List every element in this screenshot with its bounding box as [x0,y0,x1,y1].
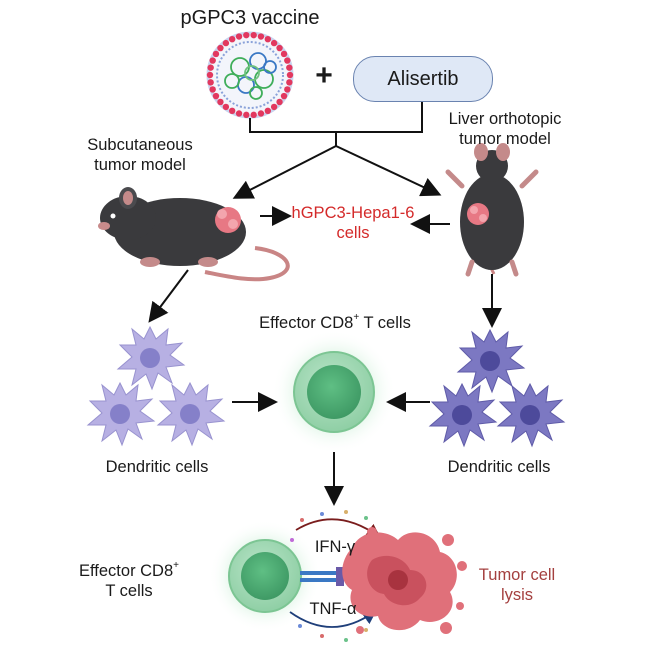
plus-sign: + [315,59,333,92]
tumor-lysis-line1: Tumor cell [478,566,556,584]
effector-bottom-line2: T cells [105,581,153,600]
lipid-dot [207,79,214,86]
lipid-dot [217,98,224,106]
lipid-dot [280,50,288,58]
dendritic-cells-right-icon [429,329,565,447]
tumor-cells-label: hGPC3-Hepa1-6 cells [280,204,426,244]
lipid-dot [264,35,272,43]
lipid-dot [264,107,272,115]
left-model-line1: Subcutaneous [87,136,193,154]
effector-top-sup: + [353,312,360,323]
lipid-dot [212,50,220,58]
lipid-dot [286,64,293,71]
effector-top-suffix: T cells [359,314,411,332]
orthotopic-mouse-icon [445,143,539,277]
tumor-mass-icon [342,527,467,634]
tumor-cells-line2: cells [336,223,370,242]
tumor-lysis-line2: lysis [500,585,534,604]
lipid-dot [243,111,250,119]
drug-pill: Alisertib [353,56,493,102]
combination-bracket [249,102,423,146]
lipid-dot [209,86,216,93]
right-model-label: Liver orthotopic tumor model [430,110,580,150]
left-model-line2: tumor model [94,155,186,174]
lipid-dot [228,35,236,43]
lipid-dot [217,44,224,52]
lipid-dot [270,103,278,111]
lipid-dot [270,39,278,47]
lipid-dot [212,92,220,100]
tumor-lysis-label: Tumor cell lysis [462,566,572,606]
dendritic-right-label: Dendritic cells [447,458,551,476]
right-model-line2: tumor model [459,129,551,148]
inoculation-arrows [260,206,450,234]
to-dendritic-arrows [148,269,502,328]
dendritic-cells-left-icon [87,326,225,446]
lipid-dot [284,57,291,64]
right-model-line1: Liver orthotopic [448,110,562,128]
bottom-t-cell-icon [209,520,321,632]
lipid-dot [222,39,230,47]
vaccine-title: pGPC3 vaccine [180,7,320,29]
subcutaneous-mouse-icon [98,187,290,282]
lipid-dot [286,79,293,86]
effector-bottom-text: Effector CD8 [79,562,174,580]
liver-tumor-icon [467,203,489,225]
left-model-label: Subcutaneous tumor model [70,136,210,176]
ifn-gamma-label: IFN-γ [314,538,356,556]
effector-bottom-sup: + [173,560,179,571]
lipid-dot [207,64,214,71]
lipid-dot [235,33,243,40]
lipid-dot [280,92,288,100]
vaccine-particle-icon [206,31,294,119]
lipid-dot [206,71,214,79]
lipid-dot [228,107,236,115]
lipid-dot [209,57,216,64]
lipid-dot [284,86,291,93]
effector-bottom-label: Effector CD8+ T cells [64,560,194,602]
lipid-dot [257,33,265,40]
lipid-dot [222,103,230,111]
activation-arrows [232,392,430,506]
lipid-dot [250,31,257,39]
branch-arrows [232,145,442,199]
dendritic-left-label: Dendritic cells [105,458,209,476]
lipid-dot [286,71,294,79]
lipid-dot [276,98,283,106]
effector-t-cell-icon [272,330,396,454]
cytokine-dots [290,510,368,642]
effector-top-label: Effector CD8+ T cells [240,312,430,334]
subcutaneous-tumor-icon [215,207,241,233]
tnf-alpha-label: TNF-α [309,600,357,618]
tumor-cells-line1: hGPC3-Hepa1-6 [291,204,415,222]
lipid-dot [257,110,265,117]
lipid-dot [243,31,250,39]
lipid-dot [276,44,283,52]
receptor-icon [300,567,344,586]
effector-top-text: Effector CD8 [259,314,354,332]
lipid-dot [250,111,257,119]
drug-label: Alisertib [387,67,459,90]
lipid-dot [235,110,243,117]
